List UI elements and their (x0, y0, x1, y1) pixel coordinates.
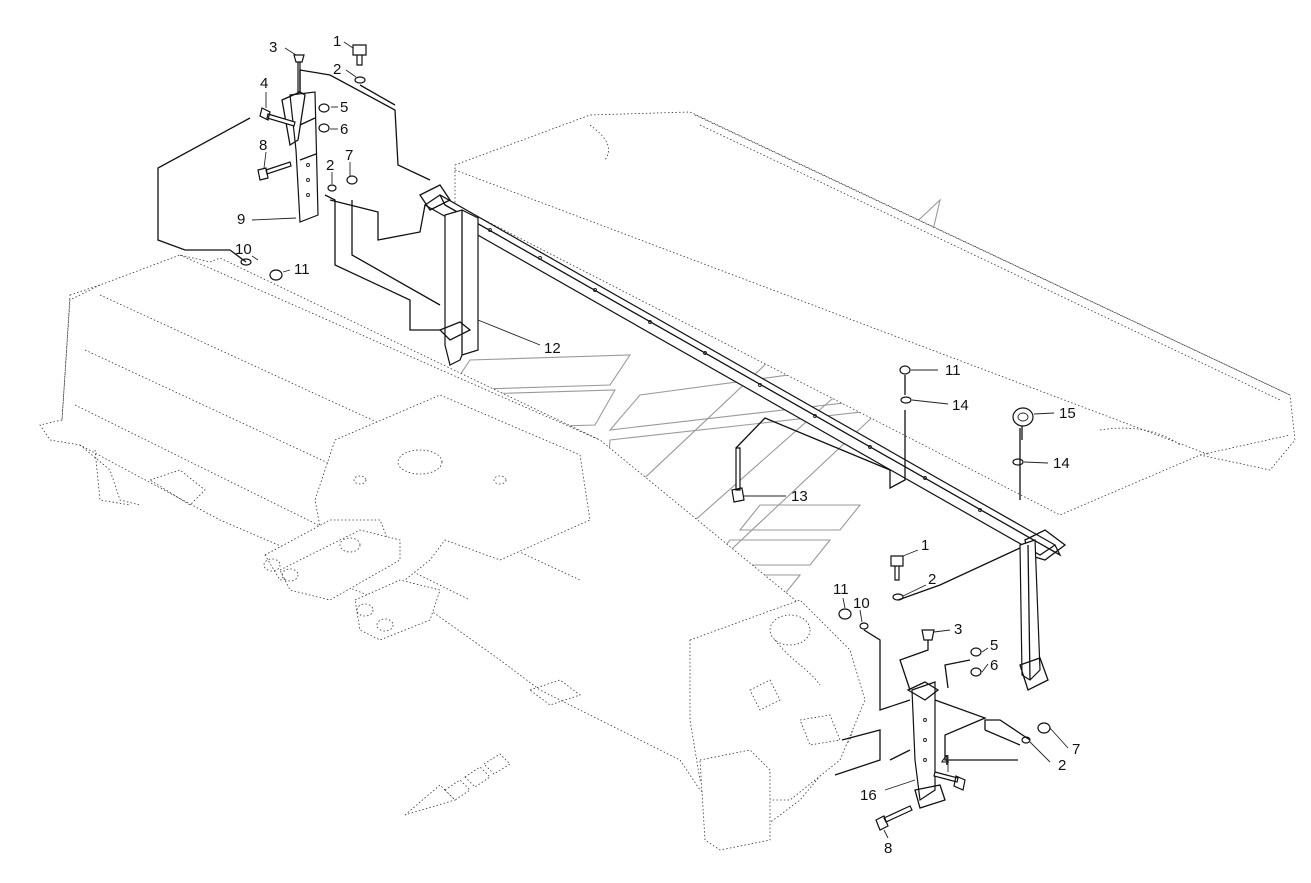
pin-icon (293, 54, 305, 93)
nut-icon (838, 608, 852, 620)
washer-icon (327, 184, 337, 192)
machine-body (39, 254, 866, 851)
callout-14: 14 (952, 397, 969, 414)
callout-12: 12 (544, 340, 561, 357)
eye-bolt-icon (1012, 407, 1034, 440)
bolt-icon (875, 805, 913, 831)
callout-10: 10 (853, 595, 870, 612)
nut-icon (346, 175, 358, 185)
callout-1: 1 (333, 33, 341, 50)
callout-2: 2 (928, 571, 936, 588)
bolt-icon (257, 161, 292, 181)
bolt-icon (731, 447, 745, 503)
callout-14: 14 (1053, 455, 1070, 472)
callout-11: 11 (294, 261, 310, 278)
right-post (1019, 539, 1049, 691)
washer-icon (354, 76, 366, 84)
callout-6: 6 (990, 657, 998, 674)
washer-icon (900, 396, 912, 404)
callout-8: 8 (259, 137, 267, 154)
cross-rail (419, 184, 1067, 561)
nut-icon (899, 365, 911, 375)
pin-icon (921, 629, 935, 641)
nut-icon (1037, 722, 1051, 734)
callout-13: 13 (791, 488, 808, 505)
callout-5: 5 (990, 637, 998, 654)
washer-icon (1012, 458, 1024, 466)
left-upright-bracket (281, 91, 319, 223)
nut-icon (970, 647, 982, 657)
leader-lines (251, 41, 1069, 839)
left-post (438, 209, 479, 366)
right-upright-bracket (906, 681, 946, 809)
rail-holes (488, 228, 982, 512)
callout-2: 2 (326, 157, 334, 174)
callout-8: 8 (884, 840, 892, 857)
callout-6: 6 (340, 121, 348, 138)
callout-10: 10 (235, 241, 252, 258)
callout-4: 4 (260, 75, 268, 92)
callout-4: 4 (941, 752, 949, 769)
callout-5: 5 (340, 99, 348, 116)
washer-icon (859, 622, 869, 630)
callout-2: 2 (1058, 757, 1066, 774)
callout-7: 7 (1072, 741, 1080, 758)
direction-arrow-icon (404, 753, 511, 816)
bolt-icon (890, 555, 904, 581)
callout-11: 11 (945, 362, 961, 379)
bolt-icon (352, 44, 367, 66)
callouts: 1 2 3 4 5 6 8 2 7 9 10 11 12 11 14 15 14… (235, 33, 1080, 857)
callout-16: 16 (860, 787, 877, 804)
bolt-icon (933, 771, 966, 791)
nut-icon (269, 269, 283, 281)
callout-3: 3 (954, 621, 962, 638)
nut-icon (318, 103, 330, 113)
callout-7: 7 (345, 147, 353, 164)
callout-11: 11 (833, 581, 849, 598)
callout-2: 2 (333, 61, 341, 78)
upper-shield (454, 111, 1296, 516)
callout-3: 3 (269, 39, 277, 56)
assembly-lines (157, 69, 1031, 776)
callout-1: 1 (921, 537, 929, 554)
callout-9: 9 (237, 211, 245, 228)
bolt-icon (259, 107, 296, 127)
nut-icon (318, 123, 330, 133)
callout-15: 15 (1059, 405, 1076, 422)
nut-icon (970, 667, 982, 677)
